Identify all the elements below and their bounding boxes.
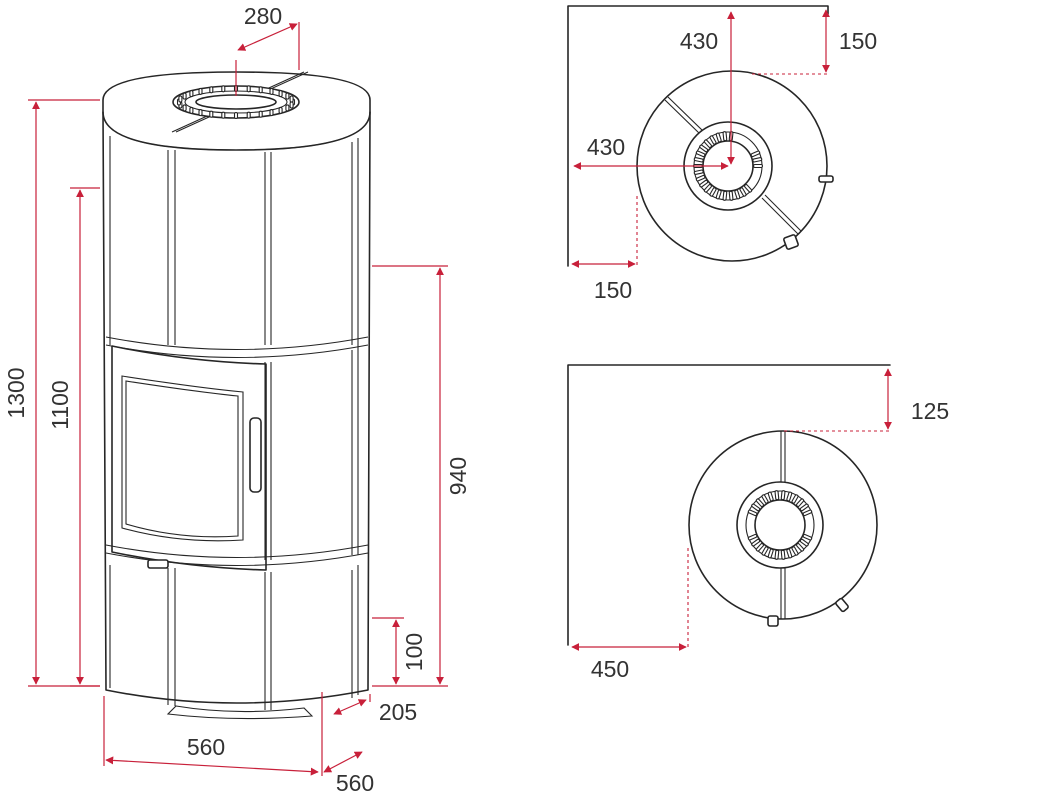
- grille-slot: [791, 546, 799, 556]
- outlet-height-label: 1100: [47, 380, 73, 429]
- stove-front-view: [102, 71, 371, 720]
- grille-slot: [747, 509, 758, 517]
- grille-slot: [755, 543, 764, 552]
- grille-slot: [209, 86, 214, 94]
- grille-slot: [699, 144, 709, 153]
- grille-slot: [258, 110, 263, 118]
- front-dimensions: 1300 1100 280 940 100 205 560 560: [3, 3, 471, 796]
- fire-door: [111, 345, 267, 571]
- total-height-label: 1300: [3, 367, 29, 418]
- grille-slot: [734, 189, 741, 200]
- tile-joints: [109, 136, 359, 710]
- grille-slot: [233, 111, 239, 120]
- grille-slot: [752, 163, 764, 169]
- grille-slot: [189, 90, 194, 98]
- grille-slot: [747, 533, 758, 541]
- grille-slot: [182, 92, 187, 100]
- corner-rear-wall-clearance-label: 150: [594, 277, 632, 303]
- grille-slot: [703, 184, 712, 193]
- grille-slot: [246, 85, 251, 93]
- rear-wall: [567, 364, 891, 646]
- grille-slot: [278, 106, 283, 114]
- grille-slot: [728, 190, 734, 201]
- grille-slot: [799, 538, 809, 547]
- horizontal-bands: [105, 336, 369, 567]
- grille-slot: [715, 132, 722, 143]
- corner-side-clearance-label: 430: [680, 28, 718, 54]
- grille-slot: [786, 548, 793, 559]
- grille-slot: [709, 135, 717, 145]
- grille-slot: [786, 491, 793, 502]
- grille-slot: [285, 104, 290, 112]
- grille-slot: [796, 543, 805, 552]
- grille-slot: [744, 184, 753, 193]
- grille-slot: [751, 503, 761, 512]
- grille-slot: [221, 85, 226, 93]
- grille-slot: [767, 491, 774, 502]
- depth-label: 560: [336, 770, 374, 796]
- grille-slot: [182, 104, 187, 112]
- grille-slot: [221, 111, 226, 119]
- grille-slot: [269, 87, 274, 95]
- grille-slot: [289, 95, 294, 103]
- grille-slot: [750, 150, 761, 158]
- grille-slot: [780, 490, 786, 501]
- grille-slot: [722, 190, 728, 201]
- grille-slot: [715, 189, 722, 200]
- grille-slot: [198, 87, 203, 95]
- grille-slot: [796, 498, 805, 507]
- corner-plan-view: [567, 5, 834, 267]
- grille-slot: [774, 549, 780, 560]
- lower-outlet-height-label: 100: [401, 633, 427, 671]
- grille-slot: [751, 538, 761, 547]
- grille-slot: [289, 101, 294, 109]
- wall-knob: [835, 597, 849, 613]
- door-handle: [249, 417, 262, 493]
- wall-side-clearance-label: 450: [591, 656, 629, 682]
- grille-slot: [269, 109, 274, 117]
- grille-slot: [258, 86, 263, 94]
- grille-slot: [739, 187, 747, 197]
- grille-slot: [709, 187, 717, 197]
- wall-plan-dimensions: 125 450: [571, 368, 949, 682]
- grille-slot: [695, 150, 706, 158]
- grille-slot: [802, 533, 813, 541]
- grille-slot: [755, 498, 764, 507]
- stove-base: [166, 705, 314, 720]
- top-offset-label: 280: [244, 3, 282, 29]
- width-label: 560: [187, 734, 225, 760]
- grille-slot: [178, 95, 183, 103]
- grille-slot: [761, 494, 769, 504]
- grille-slot: [198, 109, 203, 117]
- corner-rear-clearance-label: 430: [587, 134, 625, 160]
- grille-slot: [693, 157, 704, 163]
- grille-slot: [774, 490, 780, 501]
- grille-slot: [799, 503, 809, 512]
- grille-slot: [722, 131, 728, 142]
- wall-clearance-label: 125: [911, 398, 949, 424]
- grille-slot: [802, 509, 813, 517]
- grille-slot: [699, 179, 709, 188]
- wall-plan-view: [567, 364, 891, 646]
- grille-slot: [246, 111, 251, 119]
- corner-side-wall-clearance-label: 150: [839, 28, 877, 54]
- grille-slot: [278, 90, 283, 98]
- grille-slot: [209, 110, 214, 118]
- stove-body-outline: [102, 111, 371, 704]
- outlet-depth-label: 205: [379, 699, 417, 725]
- grille-slot: [285, 92, 290, 100]
- grille-slot: [189, 106, 194, 114]
- grille-slot: [780, 549, 786, 560]
- grille-slot: [752, 157, 763, 163]
- inlet-height-label: 940: [445, 457, 471, 495]
- grille-slot: [703, 139, 712, 148]
- grille-slot: [695, 174, 706, 182]
- grille-slot: [693, 169, 704, 175]
- grille-slot: [767, 548, 774, 559]
- grille-slot: [791, 494, 799, 504]
- corner-plan-dimensions: 430 150 430 150: [571, 9, 877, 303]
- grille-slot: [761, 546, 769, 556]
- corner-knob: [818, 175, 834, 183]
